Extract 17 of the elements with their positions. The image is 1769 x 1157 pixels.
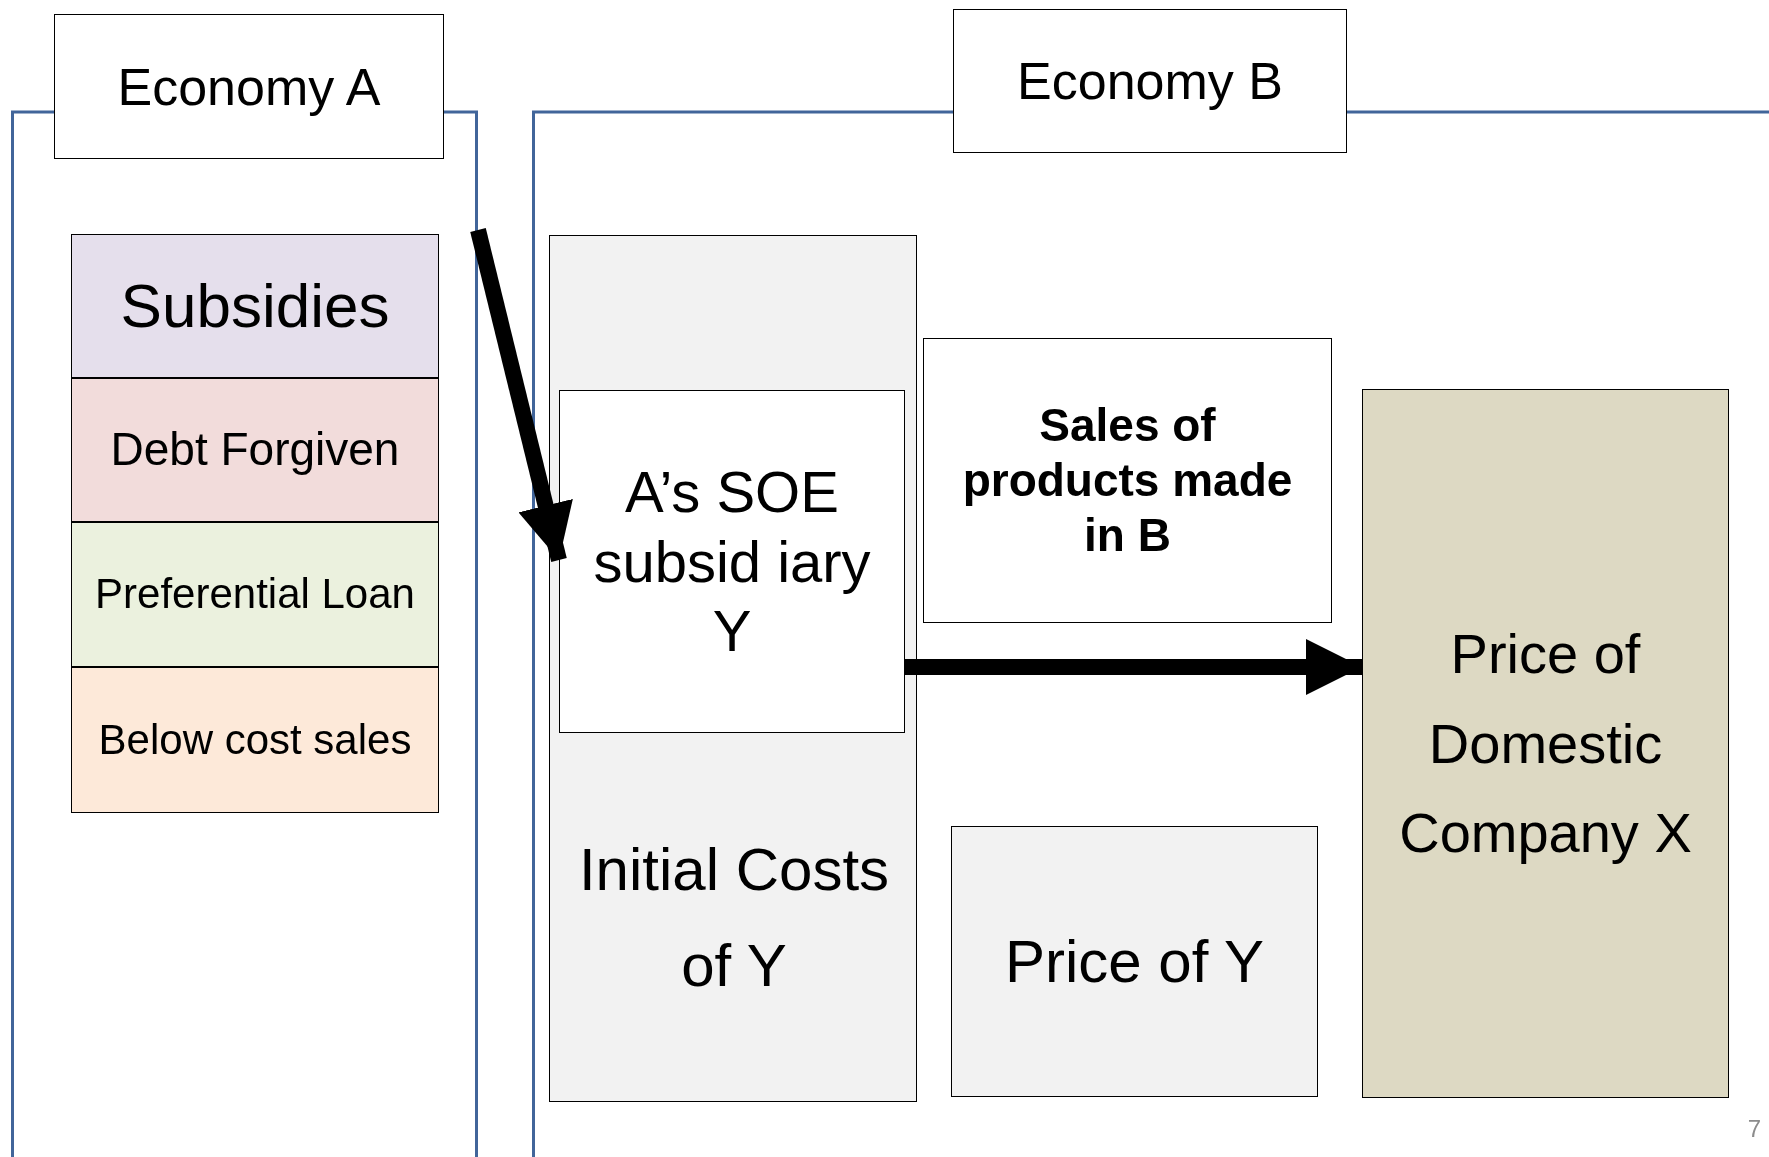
text-box: Price of Domestic Company X [1362, 389, 1729, 1098]
text-box: Sales of products made in B [923, 338, 1332, 623]
arrow [905, 639, 1362, 695]
text-box: A’s SOE subsid iary Y [559, 390, 905, 733]
text-box: Debt Forgiven [71, 378, 439, 522]
page-number: 7 [1747, 1115, 1761, 1143]
text-box: Below cost sales [71, 667, 439, 813]
text-box: Preferential Loan [71, 522, 439, 667]
region-panel [11, 14, 478, 1157]
column-box [549, 235, 917, 1102]
panel-title: Economy A [54, 14, 444, 159]
panel-title: Economy B [953, 9, 1347, 153]
arrow [470, 228, 573, 562]
region-panel [532, 9, 1769, 1157]
box-label: Initial Costs of Y [577, 835, 891, 1001]
text-box: Subsidies [71, 234, 439, 378]
text-box: Price of Y [951, 826, 1318, 1097]
